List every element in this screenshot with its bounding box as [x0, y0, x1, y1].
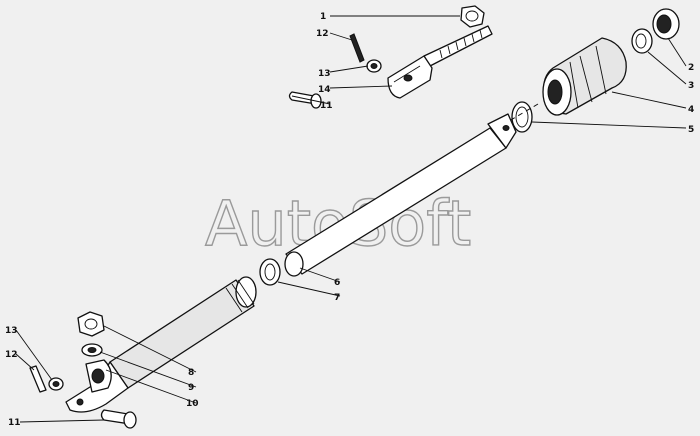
part-o-ring-lower — [259, 258, 281, 286]
part-small-washer-top — [366, 59, 382, 73]
part-cylinder-barrel — [109, 276, 257, 389]
callout-11-lower: 11 — [8, 418, 21, 428]
callout-3: 3 — [688, 81, 694, 91]
callout-12-top: 12 — [316, 29, 329, 39]
callout-13-top: 13 — [318, 69, 331, 79]
leader-3 — [647, 51, 687, 85]
callout-5: 5 — [688, 125, 694, 135]
callout-7: 7 — [334, 293, 340, 303]
callout-9: 9 — [188, 383, 194, 393]
part-threaded-sleeve — [542, 37, 627, 116]
callout-10: 10 — [186, 399, 199, 409]
leader-8 — [103, 325, 197, 373]
part-cotter-pin-top — [349, 33, 365, 63]
leader-6 — [299, 267, 341, 283]
part-cotter-pin-lower — [29, 365, 47, 393]
part-clevis-pin-top — [288, 91, 322, 109]
part-piston-rod — [284, 113, 517, 277]
leader-11-lower — [19, 419, 105, 423]
leader-4 — [611, 91, 687, 109]
callout-4: 4 — [688, 105, 694, 115]
callout-1: 1 — [320, 12, 326, 22]
leader-12-lower — [15, 353, 35, 371]
callout-13-lower: 13 — [5, 326, 18, 336]
callout-8: 8 — [188, 368, 194, 378]
callout-14: 14 — [318, 85, 331, 95]
part-cap-washer — [652, 8, 680, 40]
callout-12-lower: 12 — [5, 350, 18, 360]
leader-9 — [99, 351, 197, 388]
part-small-washer-lower — [48, 377, 64, 391]
leader-2 — [667, 37, 687, 67]
callout-11-top: 11 — [320, 101, 333, 111]
part-o-ring-upper — [511, 101, 533, 133]
leader-11-top — [291, 95, 331, 105]
leader-13-lower — [15, 329, 53, 381]
part-clevis-pin-lower — [100, 409, 137, 429]
assembly-axis-upper — [503, 103, 539, 125]
callout-6: 6 — [334, 278, 340, 288]
part-clevis-fork — [387, 25, 493, 99]
leader-12-top — [329, 32, 353, 41]
part-cylinder-eye-end — [65, 359, 129, 413]
part-flat-washer — [631, 28, 653, 54]
callout-labels: 1 12 13 14 11 2 3 4 5 6 7 8 9 10 13 12 1… — [5, 12, 694, 428]
leader-10 — [105, 369, 197, 404]
leader-13-top — [329, 65, 369, 73]
leader-lines — [15, 15, 687, 423]
part-hex-nut-lower — [77, 311, 105, 337]
callout-2: 2 — [688, 63, 694, 73]
leader-5 — [531, 121, 687, 129]
leader-7 — [277, 281, 341, 297]
part-hex-nut-top — [460, 5, 485, 28]
part-washer-lower — [81, 343, 103, 357]
leader-14 — [329, 85, 393, 89]
